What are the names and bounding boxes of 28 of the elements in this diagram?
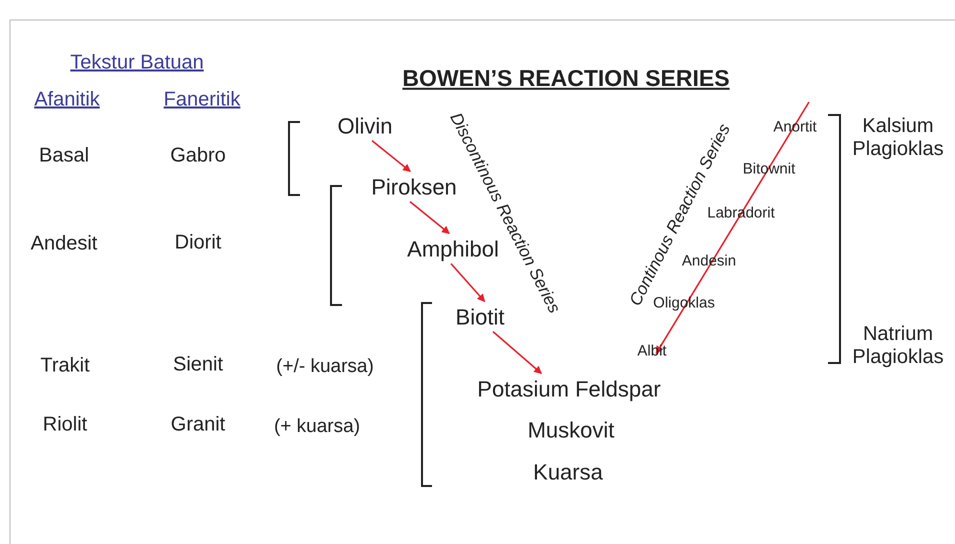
rock-name: Riolit <box>42 414 88 436</box>
arrow <box>410 201 450 234</box>
arrow <box>450 263 486 302</box>
mineral-label: Kuarsa <box>533 459 603 485</box>
mineral-label: Biotit <box>456 304 504 330</box>
diagram-title: BOWEN’S REACTION SERIES <box>402 64 730 92</box>
group-label: Kalsium Plagioklas <box>851 115 945 161</box>
heading: Tekstur Batuan <box>70 52 204 74</box>
rock-name: Gabro <box>170 144 226 168</box>
mineral-label: Amphibol <box>407 236 499 262</box>
arrow <box>492 331 542 374</box>
rock-name: Sienit <box>172 354 224 376</box>
rock-name: Andesit <box>30 232 98 256</box>
rock-name: Granit <box>170 414 226 436</box>
rock-name: Basal <box>38 144 90 168</box>
rock-name: Trakit <box>40 354 90 378</box>
arrow <box>372 140 411 172</box>
mineral-label: Olivin <box>338 113 392 139</box>
rock-name: Diorit <box>174 232 222 254</box>
note: (+/- kuarsa) <box>276 356 374 378</box>
mineral-label: Potasium Feldspar <box>477 376 661 402</box>
group-label: Natrium Plagioklas <box>851 323 945 369</box>
note: (+ kuarsa) <box>274 416 360 438</box>
mineral-label: Muskovit <box>528 417 614 443</box>
column-heading: Afanitik <box>34 88 100 112</box>
column-heading: Faneritik <box>164 88 240 112</box>
arrow <box>656 102 810 354</box>
mineral-label: Albit <box>637 342 667 360</box>
